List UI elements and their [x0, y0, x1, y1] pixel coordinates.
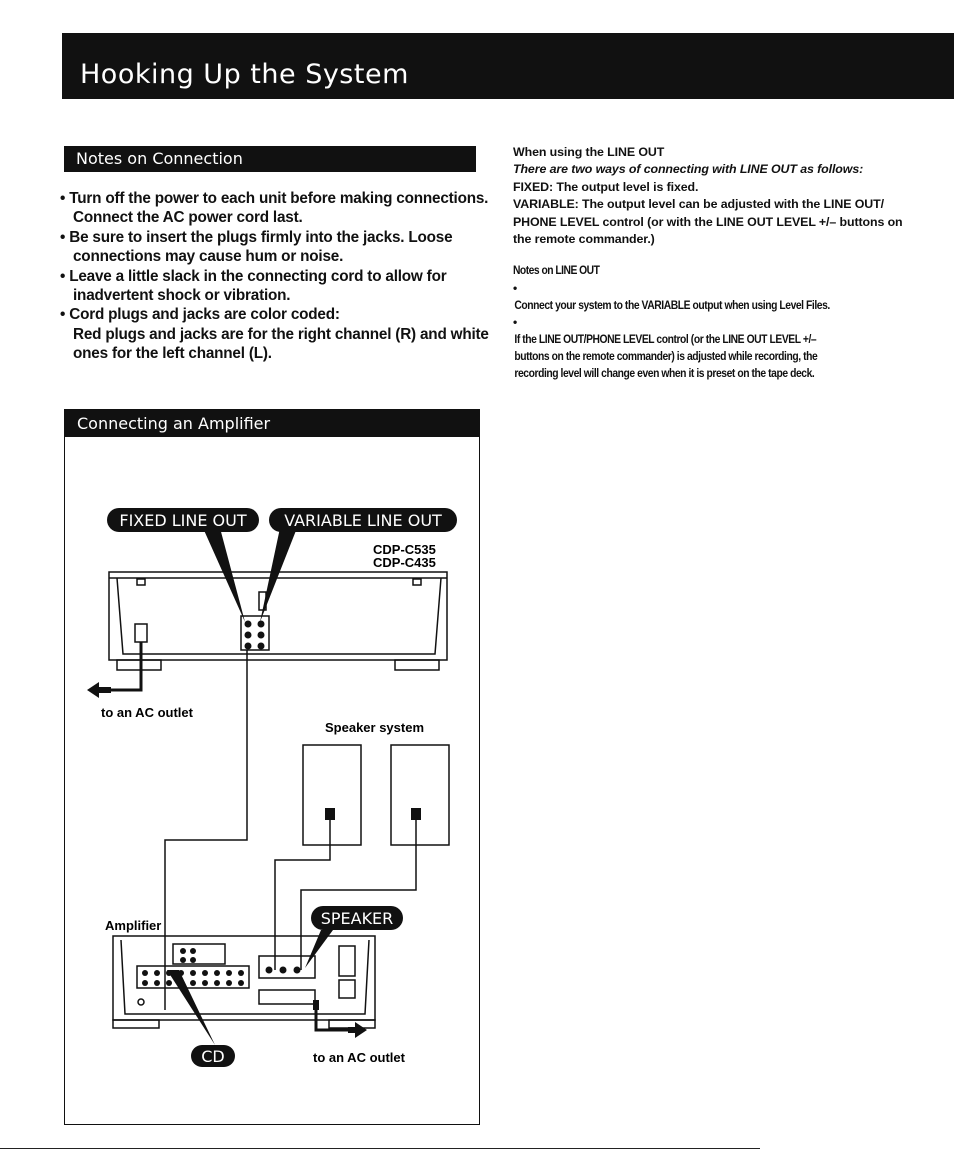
speaker-left — [302, 744, 362, 846]
cd-label: CD — [201, 1047, 225, 1066]
line-out-intro: There are two ways of connecting with LI… — [513, 162, 864, 177]
notes-heading: Notes on Connection — [76, 149, 243, 168]
diagram-heading: Connecting an Amplifier — [77, 414, 271, 433]
arrow-icon — [355, 1022, 367, 1038]
line-out-column: When using the LINE OUT There are two wa… — [513, 144, 933, 382]
power-cord-2 — [314, 1010, 350, 1032]
note-item: Leave a little slack in the connecting c… — [60, 267, 490, 306]
line-out-fixed: FIXED: The output level is fixed. — [513, 179, 699, 194]
notes-heading-bar: Notes on Connection — [64, 146, 476, 172]
arrow-icon — [87, 682, 99, 698]
cd-pill — [191, 1045, 235, 1067]
speaker-cable-left — [274, 820, 331, 970]
model-1: CDP-C535 — [373, 542, 436, 557]
speaker-pill — [311, 906, 403, 930]
cd-jacks — [244, 620, 265, 650]
speaker-label: SPEAKER — [321, 909, 394, 928]
fixed-line-out-label: FIXED LINE OUT — [119, 511, 247, 530]
speaker-cable-right — [300, 820, 417, 970]
amplifier — [112, 935, 376, 1029]
note-item: Be sure to insert the plugs firmly into … — [60, 228, 490, 267]
ac-outlet-label-1: to an AC outlet — [101, 705, 194, 720]
page-title: Hooking Up the System — [80, 59, 409, 90]
note-item: Cord plugs and jacks are color coded:Red… — [60, 305, 490, 363]
line-out-heading: When using the LINE OUT — [513, 145, 665, 159]
speaker-right — [390, 744, 450, 846]
audio-cable — [164, 650, 248, 1010]
speaker-right-terminal — [411, 808, 421, 820]
fixed-pointer — [203, 528, 245, 622]
line-out-notes-heading: Notes on LINE OUT — [513, 263, 600, 278]
line-out-variable: VARIABLE: The output level can be adjust… — [513, 197, 903, 247]
variable-line-out-label: VARIABLE LINE OUT — [284, 511, 442, 530]
variable-line-out-pill — [269, 508, 457, 532]
note-item: Turn off the power to each unit before m… — [60, 189, 490, 228]
cd-pointer — [167, 970, 215, 1045]
amplifier-label: Amplifier — [105, 918, 161, 933]
line-out-note: If the LINE OUT/PHONE LEVEL control (or … — [513, 314, 933, 382]
power-cord-1 — [109, 642, 143, 692]
amplifier-jacks — [142, 948, 319, 1010]
title-banner: Hooking Up the System — [62, 33, 954, 99]
notes-list: Turn off the power to each unit before m… — [60, 189, 490, 364]
diagram-heading-bar: Connecting an Amplifier — [65, 410, 479, 437]
amplifier-diagram: Connecting an Amplifier FIXED LINE OUT V… — [64, 409, 480, 1125]
speaker-system-label: Speaker system — [325, 720, 424, 735]
connection-diagram: FIXED LINE OUT VARIABLE LINE OUT CDP-C53… — [87, 508, 457, 1067]
speaker-pointer — [305, 930, 333, 968]
fixed-line-out-pill — [107, 508, 259, 532]
line-out-notes: Connect your system to the VARIABLE outp… — [513, 280, 933, 382]
bottom-rule — [0, 1148, 760, 1149]
ac-outlet-label-2: to an AC outlet — [313, 1050, 406, 1065]
cd-player — [108, 571, 448, 671]
model-2: CDP-C435 — [373, 555, 436, 570]
variable-pointer — [260, 528, 297, 622]
line-out-note: Connect your system to the VARIABLE outp… — [513, 280, 933, 314]
speaker-left-terminal — [325, 808, 335, 820]
